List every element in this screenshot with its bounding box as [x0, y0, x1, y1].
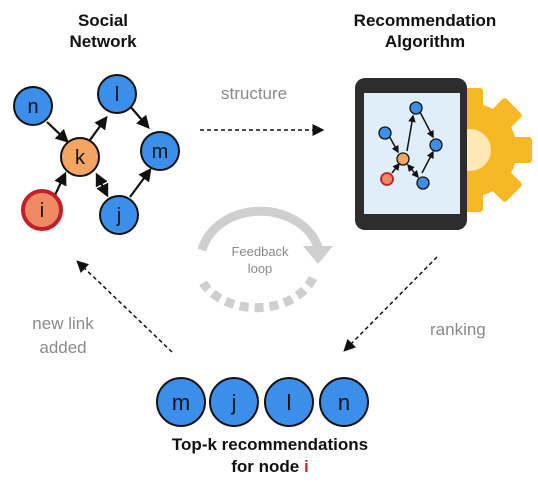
- social-graph-nodes: n l k m i j: [13, 74, 180, 235]
- social-network-title-line1: Social: [77, 11, 129, 30]
- recommendation-node-m-label: m: [172, 390, 190, 415]
- graph-node-n: n: [13, 86, 53, 126]
- top-k-caption-prefix: for node: [231, 457, 304, 476]
- top-k-caption-node: i: [303, 457, 309, 476]
- recommendation-algorithm-title-line1: Recommendation: [353, 11, 497, 30]
- graph-node-l-label: l: [115, 84, 119, 106]
- recommendation-node-j: j: [209, 377, 259, 427]
- ranking-arrow: [343, 256, 438, 352]
- edge-k-j: [95, 172, 109, 198]
- graph-node-k: k: [60, 137, 100, 177]
- top-k-caption-line2: for node i: [110, 456, 430, 478]
- graph-node-k-label: k: [75, 147, 86, 169]
- recommendation-node-n: n: [319, 377, 369, 427]
- graph-node-l: l: [97, 74, 137, 114]
- graph-node-j-label: j: [116, 205, 121, 227]
- recommendation-list: m j l n: [156, 377, 369, 427]
- structure-label: structure: [221, 84, 288, 103]
- social-network-title-line2: Network: [69, 32, 137, 51]
- tablet-icon: [355, 78, 467, 230]
- new-link-added-line1: new link: [32, 314, 94, 333]
- tablet-mini-graph: [378, 101, 443, 190]
- ranking-label: ranking: [430, 320, 486, 339]
- new-link-arrow: [76, 260, 173, 353]
- graph-node-m: m: [140, 131, 180, 171]
- top-k-caption-line1: Top-k recommendations: [171, 435, 369, 454]
- edge-k-l: [89, 115, 108, 141]
- recommendation-node-n-label: n: [338, 390, 350, 415]
- social-graph-edges: [46, 104, 152, 198]
- social-network-title: Social Network: [38, 10, 168, 52]
- graph-node-m-label: m: [152, 141, 169, 163]
- edge-n-k: [46, 121, 69, 143]
- edge-i-k: [54, 171, 67, 196]
- feedback-loop-icon: Feedback loop: [197, 206, 333, 313]
- graph-node-i: i: [21, 189, 63, 231]
- recommendation-node-m: m: [156, 377, 206, 427]
- recommendation-node-l: l: [264, 377, 314, 427]
- new-link-added-line2: added: [39, 338, 87, 357]
- edge-j-m: [129, 167, 152, 198]
- graph-node-n-label: n: [27, 96, 38, 118]
- recommendation-algorithm-title-line2: Algorithm: [384, 32, 466, 51]
- recommendation-algorithm-title: Recommendation Algorithm: [325, 10, 525, 52]
- recommendation-node-l-label: l: [287, 390, 292, 415]
- feedback-loop-line1: Feedback: [231, 244, 289, 259]
- new-link-added-label: new link added: [18, 312, 108, 360]
- graph-node-i-label: i: [40, 200, 44, 222]
- edge-l-m: [128, 104, 150, 129]
- top-k-caption: Top-k recommendations for node i: [110, 434, 430, 478]
- feedback-loop-line2: loop: [248, 261, 273, 276]
- graph-node-j: j: [99, 195, 139, 235]
- recommendation-node-j-label: j: [231, 390, 237, 415]
